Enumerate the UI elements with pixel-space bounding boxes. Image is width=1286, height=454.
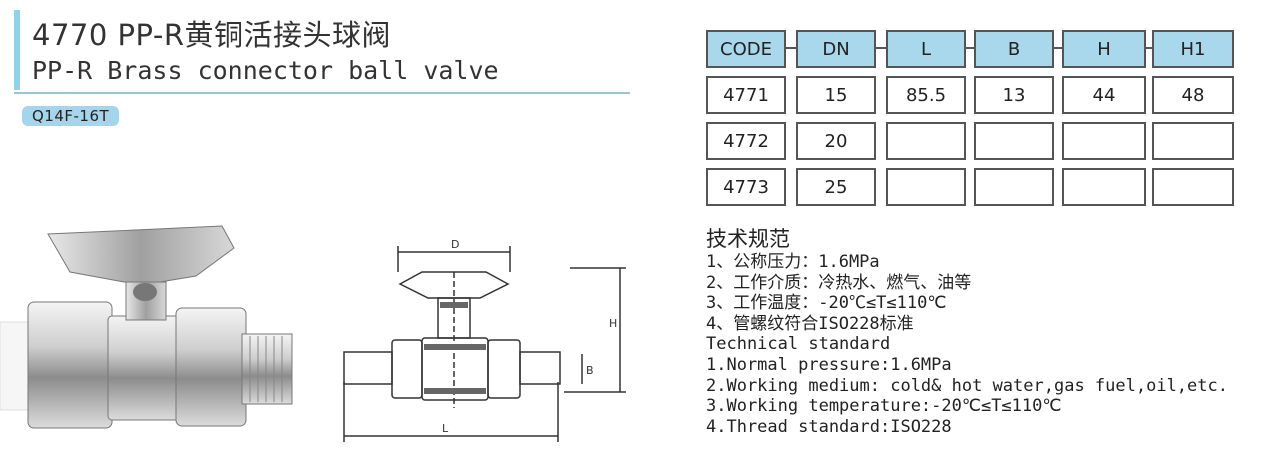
table-cell: 25 <box>796 168 876 206</box>
spec-line-cn: 3、工作温度：-20℃≤T≤110℃ <box>706 293 947 314</box>
dimension-label-l: L <box>442 422 449 435</box>
column-header-code: CODE <box>706 30 786 68</box>
table-row: 4772 20 <box>706 122 1234 160</box>
table-row: 4771 15 85.5 13 44 48 <box>706 76 1234 114</box>
table-header-row: CODE DN L B H H1 <box>706 30 1234 68</box>
table-cell <box>974 122 1054 160</box>
column-header-h1: H1 <box>1152 30 1234 68</box>
table-cell: 4773 <box>706 168 786 206</box>
table-cell: 13 <box>974 76 1054 114</box>
spec-line-en: 3.Working temperature:-20℃≤T≤110℃ <box>706 396 1062 417</box>
table-row: 4773 25 <box>706 168 1234 206</box>
column-header-h: H <box>1062 30 1146 68</box>
spec-line-en: 4.Thread standard:ISO228 <box>706 416 952 437</box>
tech-title-cn: 技术规范 <box>706 227 790 251</box>
column-header-l: L <box>886 30 966 68</box>
table-cell <box>886 168 966 206</box>
table-cell <box>1152 168 1234 206</box>
table-cell: 15 <box>796 76 876 114</box>
title-block: 4770 PP-R黄铜活接头球阀 PP-R Brass connector ba… <box>14 6 630 94</box>
table-cell: 4772 <box>706 122 786 160</box>
table-cell <box>1152 122 1234 160</box>
accent-bar <box>14 10 20 90</box>
product-title-en: PP-R Brass connector ball valve <box>32 56 499 85</box>
table-cell: 44 <box>1062 76 1146 114</box>
dimension-label-h: H <box>609 317 617 330</box>
table-cell <box>974 168 1054 206</box>
table-cell: 85.5 <box>886 76 966 114</box>
spec-line-en: 1.Normal pressure:1.6MPa <box>706 354 952 375</box>
model-badge: Q14F-16T <box>22 106 120 126</box>
table-cell <box>886 122 966 160</box>
dimension-label-b: B <box>586 364 594 377</box>
title-underline <box>14 92 630 94</box>
table-cell: 20 <box>796 122 876 160</box>
table-cell <box>1062 122 1146 160</box>
tech-title-en: Technical standard <box>706 334 891 355</box>
valve-drawing: D H B L <box>343 238 626 442</box>
column-header-b: B <box>974 30 1054 68</box>
table-cell <box>1062 168 1146 206</box>
spec-line-en: 2.Working medium: cold& hot water,gas fu… <box>706 375 1228 396</box>
spec-line-cn: 1、公称压力：1.6MPa <box>706 252 880 272</box>
dimension-label-d: D <box>451 238 459 251</box>
column-header-dn: DN <box>796 30 876 68</box>
table-cell: 4771 <box>706 76 786 114</box>
valve-photo <box>0 225 293 429</box>
spec-line-cn: 4、管螺纹符合ISO228标准 <box>706 313 914 334</box>
product-title-cn: 4770 PP-R黄铜活接头球阀 <box>32 18 391 52</box>
table-cell: 48 <box>1152 76 1234 114</box>
technical-specs: 技术规范 1、公称压力：1.6MPa 2、工作介质：冷热水、燃气、油等 3、工作… <box>706 226 1266 437</box>
spec-line-cn: 2、工作介质：冷热水、燃气、油等 <box>706 272 972 293</box>
